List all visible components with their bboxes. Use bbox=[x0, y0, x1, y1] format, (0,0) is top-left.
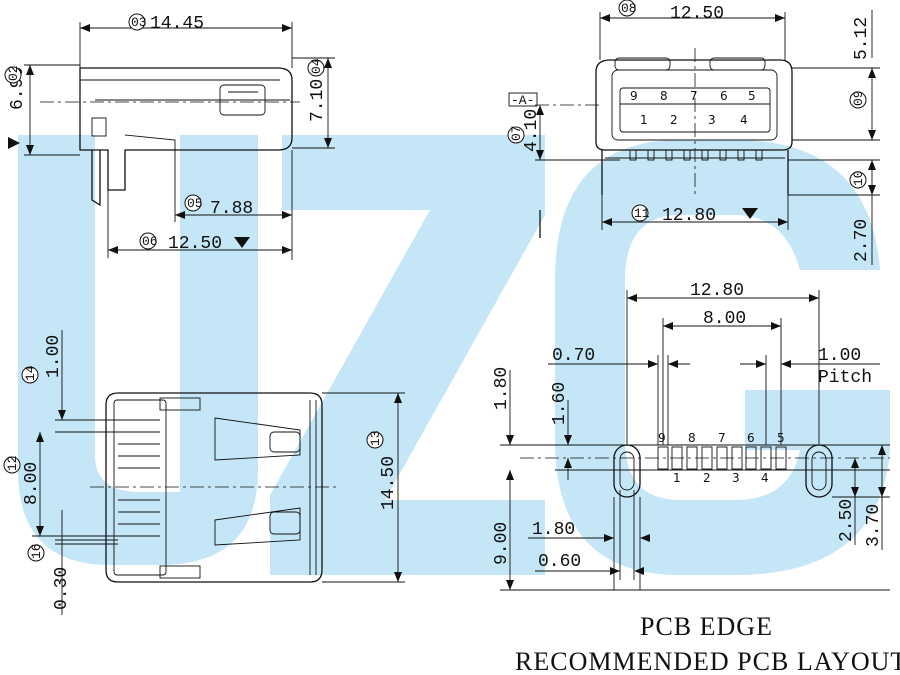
top-latch-lower bbox=[214, 507, 301, 546]
dim-12-80-pcb: 12.80 bbox=[690, 281, 744, 301]
side-body-outline bbox=[79, 67, 293, 191]
dim-9-00: 9.00 bbox=[492, 522, 512, 565]
svg-text:09: 09 bbox=[851, 90, 866, 106]
top-shell bbox=[105, 392, 323, 583]
svg-text:9: 9 bbox=[630, 89, 638, 103]
svg-text:3: 3 bbox=[732, 471, 740, 485]
dim-1-80-horiz: 1.80 bbox=[532, 520, 575, 540]
watermark-letter-u bbox=[18, 135, 258, 565]
dim-3-70: 3.70 bbox=[864, 504, 884, 547]
svg-text:8: 8 bbox=[660, 89, 668, 103]
side-latch bbox=[91, 117, 107, 137]
svg-text:04: 04 bbox=[309, 58, 324, 74]
dim-0-70: 0.70 bbox=[552, 346, 595, 366]
watermark-letter-z bbox=[270, 135, 545, 575]
svg-text:9: 9 bbox=[658, 431, 666, 445]
dim-0-60: 0.60 bbox=[538, 552, 581, 572]
dim-14-45: 14.45 bbox=[150, 14, 204, 34]
dim-8-00-pcb: 8.00 bbox=[703, 309, 746, 329]
dim-0-30: 0.30 bbox=[52, 567, 72, 610]
watermark bbox=[18, 135, 890, 575]
svg-text:14: 14 bbox=[23, 365, 38, 381]
dim-7-10: 7.10 bbox=[308, 79, 328, 122]
top-latch-upper bbox=[214, 417, 301, 461]
svg-text:7: 7 bbox=[690, 89, 698, 103]
svg-text:08: 08 bbox=[621, 1, 637, 16]
datum-a: -A- bbox=[511, 93, 534, 108]
svg-text:8: 8 bbox=[688, 431, 696, 445]
top-pins bbox=[118, 419, 160, 537]
svg-text:2: 2 bbox=[703, 471, 711, 485]
dim-12-50-front: 12.50 bbox=[670, 4, 724, 24]
dim-12-50-side: 12.50 bbox=[168, 234, 222, 254]
svg-text:11: 11 bbox=[634, 206, 650, 221]
dim-2-50: 2.50 bbox=[837, 499, 857, 542]
dim-4-10: 4.10 bbox=[522, 109, 542, 152]
svg-text:06: 06 bbox=[142, 234, 158, 249]
svg-text:6: 6 bbox=[747, 431, 755, 445]
dim-1-00-pitch: 1.00 bbox=[818, 346, 861, 366]
svg-text:3: 3 bbox=[708, 113, 716, 127]
front-shell bbox=[595, 59, 793, 151]
svg-text:1: 1 bbox=[673, 471, 681, 485]
top-view: 14 1.00 12 8.00 16 0.30 13 14.5 bbox=[3, 330, 405, 615]
svg-text:6: 6 bbox=[720, 89, 728, 103]
svg-text:4: 4 bbox=[761, 471, 769, 485]
svg-text:16: 16 bbox=[29, 543, 44, 559]
dim-14-50: 14.50 bbox=[379, 456, 399, 510]
svg-text:2: 2 bbox=[670, 113, 678, 127]
dim-5-12: 5.12 bbox=[852, 17, 872, 60]
svg-text:5: 5 bbox=[748, 89, 756, 103]
svg-text:13: 13 bbox=[368, 430, 383, 446]
dim-1-00-top: 1.00 bbox=[44, 335, 64, 378]
svg-text:12: 12 bbox=[5, 455, 20, 471]
pcb-layout: 9 8 7 6 5 1 2 3 4 12.80 8.00 0.7 bbox=[492, 281, 900, 675]
dim-8-00-top: 8.00 bbox=[22, 462, 42, 505]
dim-1-60: 1.60 bbox=[550, 382, 570, 425]
pitch-label: Pitch bbox=[818, 368, 872, 388]
ref-03: 03 bbox=[131, 15, 147, 30]
pcb-edge-label: PCB EDGE bbox=[640, 612, 773, 641]
dim-7-88: 7.88 bbox=[210, 199, 253, 219]
dim-12-80-front: 12.80 bbox=[662, 206, 716, 226]
svg-text:10: 10 bbox=[851, 170, 866, 186]
svg-text:07: 07 bbox=[509, 125, 524, 141]
front-view: 9 8 7 6 5 1 2 3 4 -A- 08 12.50 bbox=[507, 0, 880, 265]
svg-text:4: 4 bbox=[740, 113, 748, 127]
top-pin-block bbox=[113, 399, 167, 576]
side-pin bbox=[91, 150, 101, 207]
front-pin-row bbox=[629, 149, 763, 161]
svg-text:02: 02 bbox=[6, 65, 21, 81]
dim-2-70: 2.70 bbox=[852, 219, 872, 262]
dim-1-80-vert: 1.80 bbox=[492, 367, 512, 410]
svg-text:1: 1 bbox=[640, 113, 648, 127]
side-view: 03 14.45 6.96 02 04 7.10 05 7.88 bbox=[4, 13, 335, 260]
svg-text:7: 7 bbox=[718, 431, 726, 445]
datum-triangle bbox=[8, 137, 20, 149]
pcb-layout-title: RECOMMENDED PCB LAYOUT bbox=[515, 647, 900, 675]
side-window bbox=[219, 84, 266, 116]
svg-text:05: 05 bbox=[187, 196, 203, 211]
